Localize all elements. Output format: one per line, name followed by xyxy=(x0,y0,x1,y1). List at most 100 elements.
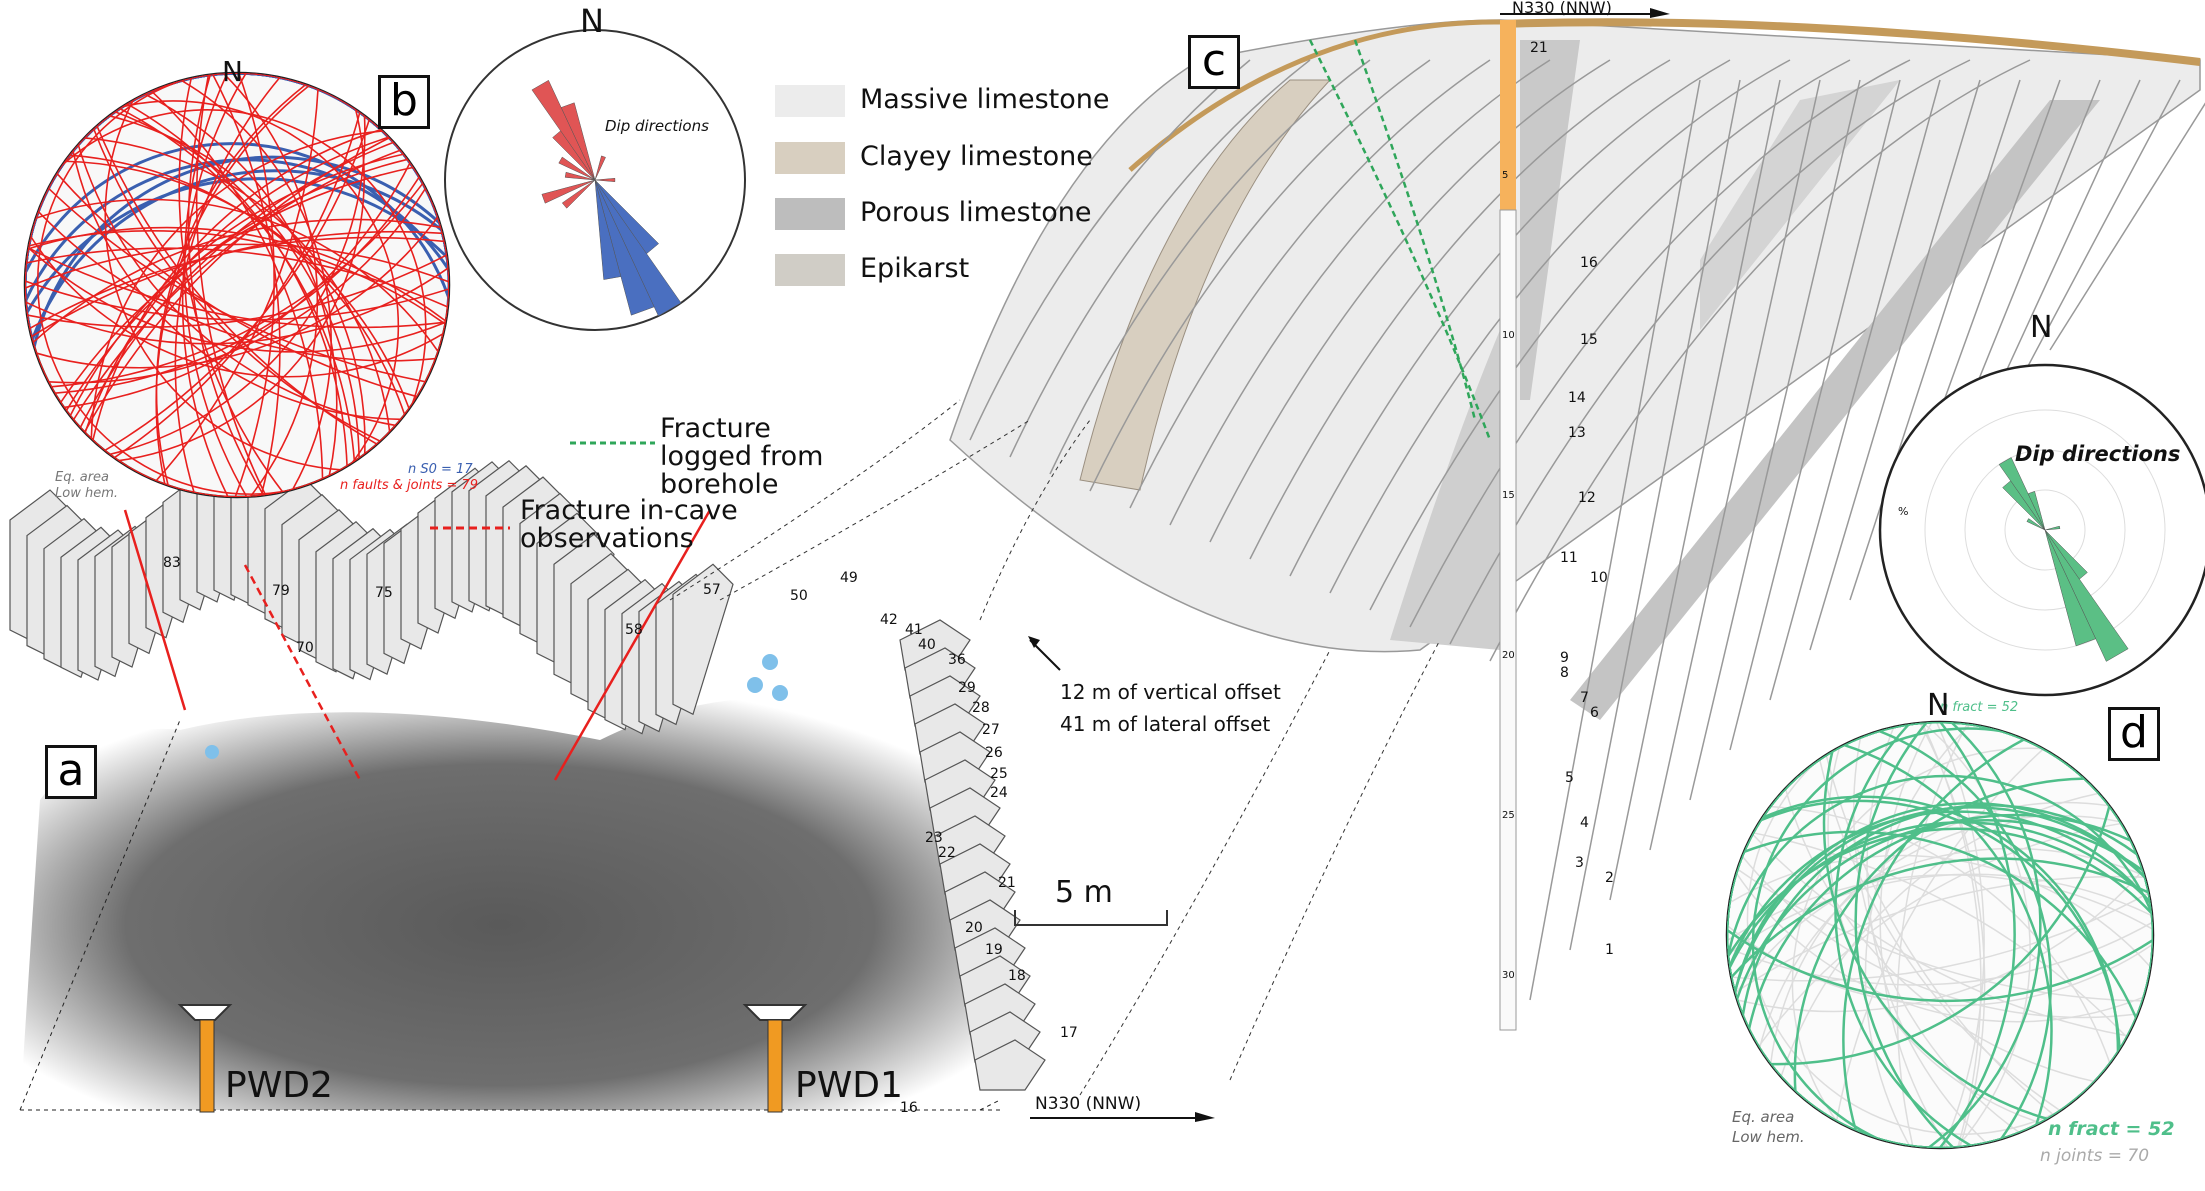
great-circle xyxy=(92,128,381,442)
bed-boundary xyxy=(1489,59,2031,662)
great-circle xyxy=(1758,815,2121,1049)
n-s0: n S0 = 17 xyxy=(408,462,473,477)
borehole-bed-number: 16 xyxy=(1580,255,1598,271)
bed-number: 25 xyxy=(990,766,1008,782)
bed-number: 27 xyxy=(982,722,1000,738)
bed-boundary xyxy=(1849,79,2021,601)
rose-petal xyxy=(2044,525,2061,531)
bed-number: 40 xyxy=(918,637,936,653)
offset-lateral: 41 m of lateral offset xyxy=(1060,712,1271,736)
great-circle xyxy=(56,172,418,398)
bed-number: 41 xyxy=(905,622,923,638)
n-faults: n faults & joints = 79 xyxy=(340,478,479,493)
great-circle xyxy=(1927,722,2042,1148)
offset-vertical: 12 m of vertical offset xyxy=(1060,680,1281,704)
bed-boundary xyxy=(1649,79,1821,851)
bed-number: 18 xyxy=(1008,968,1026,984)
bed-boundary xyxy=(1009,59,1311,458)
legend-fracture-cave: Fracture in-cave observations xyxy=(520,495,738,554)
borehole-bed-number: 11 xyxy=(1560,550,1578,566)
great-circle xyxy=(234,73,275,497)
borehole-bed-number: 2 xyxy=(1605,870,1614,886)
north-label-b: N xyxy=(222,55,243,88)
bed-number: 50 xyxy=(790,588,808,604)
stereonet-d xyxy=(1725,720,2155,1150)
great-circle xyxy=(212,74,281,496)
bed-block xyxy=(672,563,734,716)
great-circle xyxy=(181,79,332,490)
rose-n-d: n fract = 52 xyxy=(1940,700,2019,715)
n-joints: n joints = 70 xyxy=(2040,1146,2150,1166)
bed-boundary xyxy=(1769,79,1941,701)
cave-fractures xyxy=(123,509,712,781)
great-circle xyxy=(72,150,402,421)
rose-petal xyxy=(561,179,596,209)
great-circle xyxy=(1727,928,2153,1003)
great-circle xyxy=(25,247,449,308)
depth-tick: 5 xyxy=(1502,170,1509,181)
bed-boundary xyxy=(1169,59,1551,526)
borehole-upper xyxy=(1500,20,1516,210)
borehole-bed-number: 1 xyxy=(1605,942,1614,958)
rose-petal xyxy=(2002,480,2046,531)
rose-petal xyxy=(2027,491,2046,531)
legend-fracture-borehole: Fracture logged from borehole xyxy=(660,413,824,500)
great-circle xyxy=(69,154,406,416)
bed-number: 23 xyxy=(925,830,943,846)
rose-petal xyxy=(558,156,596,181)
great-circle xyxy=(119,107,356,462)
great-circle xyxy=(1757,822,2122,1048)
great-circle xyxy=(64,160,410,410)
great-circle xyxy=(1921,722,1982,1148)
great-circle xyxy=(25,243,449,289)
great-circle xyxy=(1825,754,2055,1116)
great-circle xyxy=(1878,729,2052,1140)
great-circle xyxy=(83,137,390,433)
bed-number: 16 xyxy=(900,1100,918,1116)
great-circle xyxy=(1769,805,2111,1064)
great-circle xyxy=(1843,743,2053,1126)
rose-diagram-d xyxy=(1878,363,2205,697)
projection-b-2: Low hem. xyxy=(55,486,118,501)
bed-boundary xyxy=(1249,59,1671,560)
great-circle xyxy=(54,176,420,394)
projection-lines xyxy=(669,399,1441,1096)
bed-boundary xyxy=(1809,79,1981,651)
borehole-bed-number: 4 xyxy=(1580,815,1589,831)
great-circle xyxy=(48,187,427,384)
bed-number: 58 xyxy=(625,622,643,638)
depth-tick: 20 xyxy=(1502,650,1515,661)
great-circle xyxy=(1761,795,2120,1053)
bed-number: 22 xyxy=(938,845,956,861)
legend-swatches xyxy=(430,85,845,530)
great-circle xyxy=(36,216,439,369)
depth-tick: 25 xyxy=(1502,810,1515,821)
great-circle xyxy=(1736,869,2144,1013)
bed-boundary xyxy=(2009,79,2181,401)
legend-massive: Massive limestone xyxy=(860,84,1110,115)
great-circle xyxy=(72,149,401,421)
bed-number: 57 xyxy=(703,582,721,598)
borehole-bed-number: 6 xyxy=(1590,705,1599,721)
rose-petal xyxy=(594,177,616,183)
well-label-pwd1: PWD1 xyxy=(795,1065,903,1106)
bed-boundary xyxy=(1209,59,1611,543)
rose-petal xyxy=(2044,529,2097,647)
bed-boundary xyxy=(1569,79,1741,951)
great-circle xyxy=(181,73,247,497)
bed-boundary xyxy=(969,59,1251,441)
great-circle xyxy=(109,115,366,455)
great-circle xyxy=(30,169,443,341)
bed-number: 17 xyxy=(1060,1025,1078,1041)
great-circle xyxy=(32,218,442,344)
great-circle xyxy=(1760,799,2121,1050)
great-circle xyxy=(1751,727,2003,1140)
north-label-d: N xyxy=(1927,688,1950,723)
great-circle xyxy=(118,109,365,462)
great-circle xyxy=(155,89,319,482)
rose-petal xyxy=(552,130,596,181)
great-circle xyxy=(90,130,383,440)
projection-d-2: Low hem. xyxy=(1732,1128,1805,1146)
great-circle xyxy=(1769,801,2110,1065)
